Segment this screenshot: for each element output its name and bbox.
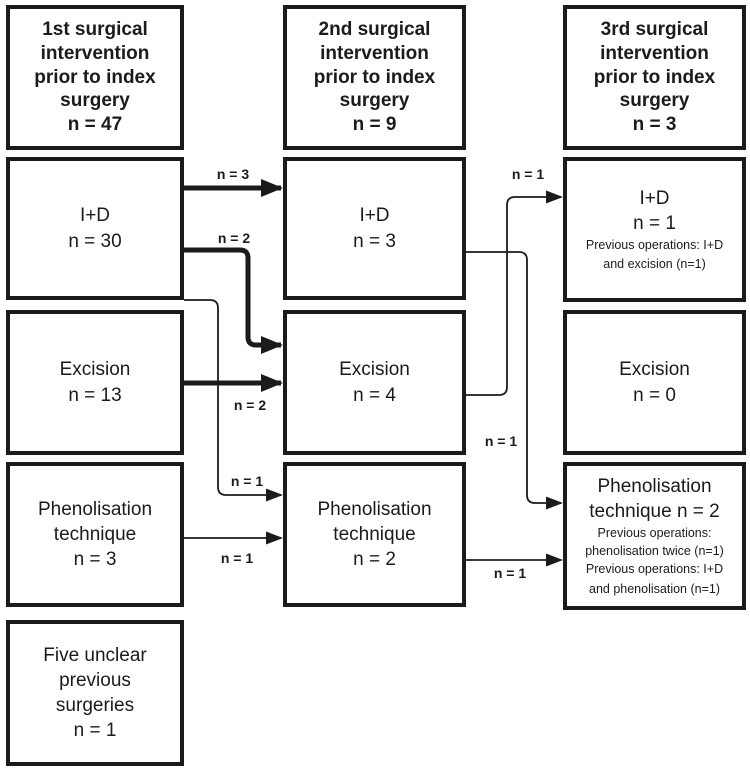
- flow-label-excision1-excision2: n = 2: [233, 397, 267, 413]
- box-label: I+D: [359, 205, 390, 227]
- box-excision-col3: Excision n = 0: [563, 310, 746, 455]
- box-phenolisation-col3: Phenolisation technique n = 2 Previous o…: [563, 462, 746, 610]
- header-n-value: n = 3: [632, 114, 677, 136]
- header-3rd-intervention: 3rd surgical intervention prior to index…: [563, 5, 746, 150]
- flow-label-phenolisation1-phenolisation2: n = 1: [220, 550, 254, 566]
- header-1st-intervention: 1st surgical intervention prior to index…: [6, 5, 184, 150]
- box-id-col3: I+D n = 1 Previous operations: I+D and e…: [563, 157, 746, 302]
- flow-label-id1-excision2: n = 2: [217, 230, 251, 246]
- header-title: 3rd surgical intervention prior to index…: [593, 18, 716, 112]
- header-title: 2nd surgical intervention prior to index…: [313, 18, 436, 112]
- box-label: Phenolisation technique: [37, 498, 153, 545]
- arrow-id1-to-phenolisation2: [184, 299, 283, 502]
- box-phenolisation-col1: Phenolisation technique n = 3: [6, 462, 184, 607]
- flow-label-phenolisation2-phenolisation3: n = 1: [493, 565, 527, 581]
- arrow-excision2-to-id3: [466, 190, 563, 396]
- box-label: I+D: [639, 188, 670, 210]
- box-n-value: n = 1: [73, 720, 117, 742]
- box-excision-col1: Excision n = 13: [6, 310, 184, 455]
- box-note: phenolisation twice (n=1): [585, 543, 724, 558]
- box-n-value: n = 13: [68, 384, 122, 406]
- box-label: Phenolisation technique: [317, 498, 432, 545]
- flow-label-id2-phenolisation3: n = 1: [484, 433, 518, 449]
- box-label: Excision: [339, 359, 410, 381]
- header-2nd-intervention: 2nd surgical intervention prior to index…: [283, 5, 466, 150]
- box-n-value: n = 2: [353, 549, 396, 571]
- box-id-col1: I+D n = 30: [6, 157, 184, 300]
- flow-label-id1-phenolisation2: n = 1: [230, 473, 264, 489]
- box-n-value: n = 3: [353, 230, 396, 252]
- box-note: Previous operations: I+D: [585, 238, 724, 253]
- box-label: Excision: [59, 359, 131, 381]
- box-note: and excision (n=1): [603, 256, 706, 271]
- box-id-col2: I+D n = 3: [283, 157, 466, 300]
- box-note: Previous operations:: [597, 525, 712, 540]
- box-note: and phenolisation (n=1): [589, 582, 720, 597]
- box-label: Five unclear previous surgeries: [43, 644, 147, 716]
- box-n-value: n = 30: [68, 230, 122, 252]
- header-n-value: n = 9: [352, 114, 397, 136]
- box-label: I+D: [79, 205, 111, 227]
- box-unclear-surgeries-col1: Five unclear previous surgeries n = 1: [6, 620, 184, 766]
- box-n-value: n = 3: [73, 549, 117, 571]
- box-note: Previous operations: I+D: [585, 562, 724, 577]
- box-excision-col2: Excision n = 4: [283, 310, 466, 455]
- header-n-value: n = 47: [67, 114, 123, 136]
- arrow-id1-to-excision2: [184, 247, 283, 354]
- box-phenolisation-col2: Phenolisation technique n = 2: [283, 462, 466, 607]
- flow-label-excision2-id3: n = 1: [511, 166, 545, 182]
- box-n-value: n = 1: [633, 213, 676, 235]
- box-label: Phenolisation technique n = 2: [589, 475, 720, 522]
- header-title: 1st surgical intervention prior to index…: [34, 18, 156, 112]
- box-n-value: n = 0: [633, 384, 676, 406]
- flow-label-id1-id2: n = 3: [216, 166, 250, 182]
- box-n-value: n = 4: [353, 384, 396, 406]
- box-label: Excision: [619, 359, 690, 381]
- arrow-id2-to-phenolisation3: [466, 251, 563, 510]
